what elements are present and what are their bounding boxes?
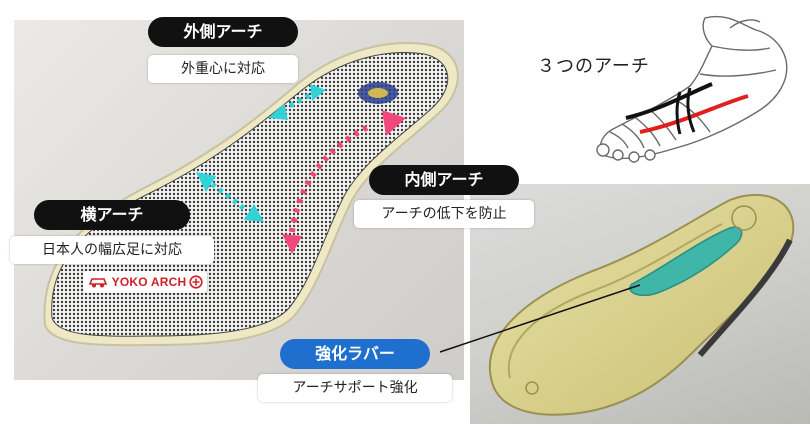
car-icon bbox=[88, 278, 107, 288]
outer-arch-description: 外重心に対応 bbox=[148, 55, 298, 83]
inner-arch-description: アーチの低下を防止 bbox=[354, 200, 534, 228]
outer-arch-arrows bbox=[268, 84, 326, 120]
plus-circle-icon bbox=[189, 275, 203, 289]
transverse-arch-title: 横アーチ bbox=[34, 200, 190, 230]
reinforced-rubber-title: 強化ラバー bbox=[280, 339, 430, 369]
insole-bottom-view bbox=[488, 194, 795, 416]
insole-top-view bbox=[43, 42, 459, 347]
foot-arch-lines bbox=[625, 82, 749, 135]
foot-skeleton-illustration bbox=[596, 15, 788, 163]
inner-arch-arrows bbox=[282, 110, 406, 254]
outer-arch-title: 外側アーチ bbox=[148, 17, 298, 47]
transverse-arch-arrows bbox=[196, 172, 264, 222]
yoko-arch-logo: YOKO ARCH bbox=[83, 271, 207, 293]
yoko-arch-logo-text: YOKO ARCH bbox=[111, 275, 187, 289]
transverse-arch-description: 日本人の幅広足に対応 bbox=[10, 236, 214, 264]
rubber-leader-line bbox=[439, 284, 641, 353]
reinforced-rubber-description: アーチサポート強化 bbox=[258, 374, 452, 402]
three-arches-caption: ３つのアーチ bbox=[537, 56, 650, 77]
inner-arch-title: 内側アーチ bbox=[369, 165, 519, 195]
